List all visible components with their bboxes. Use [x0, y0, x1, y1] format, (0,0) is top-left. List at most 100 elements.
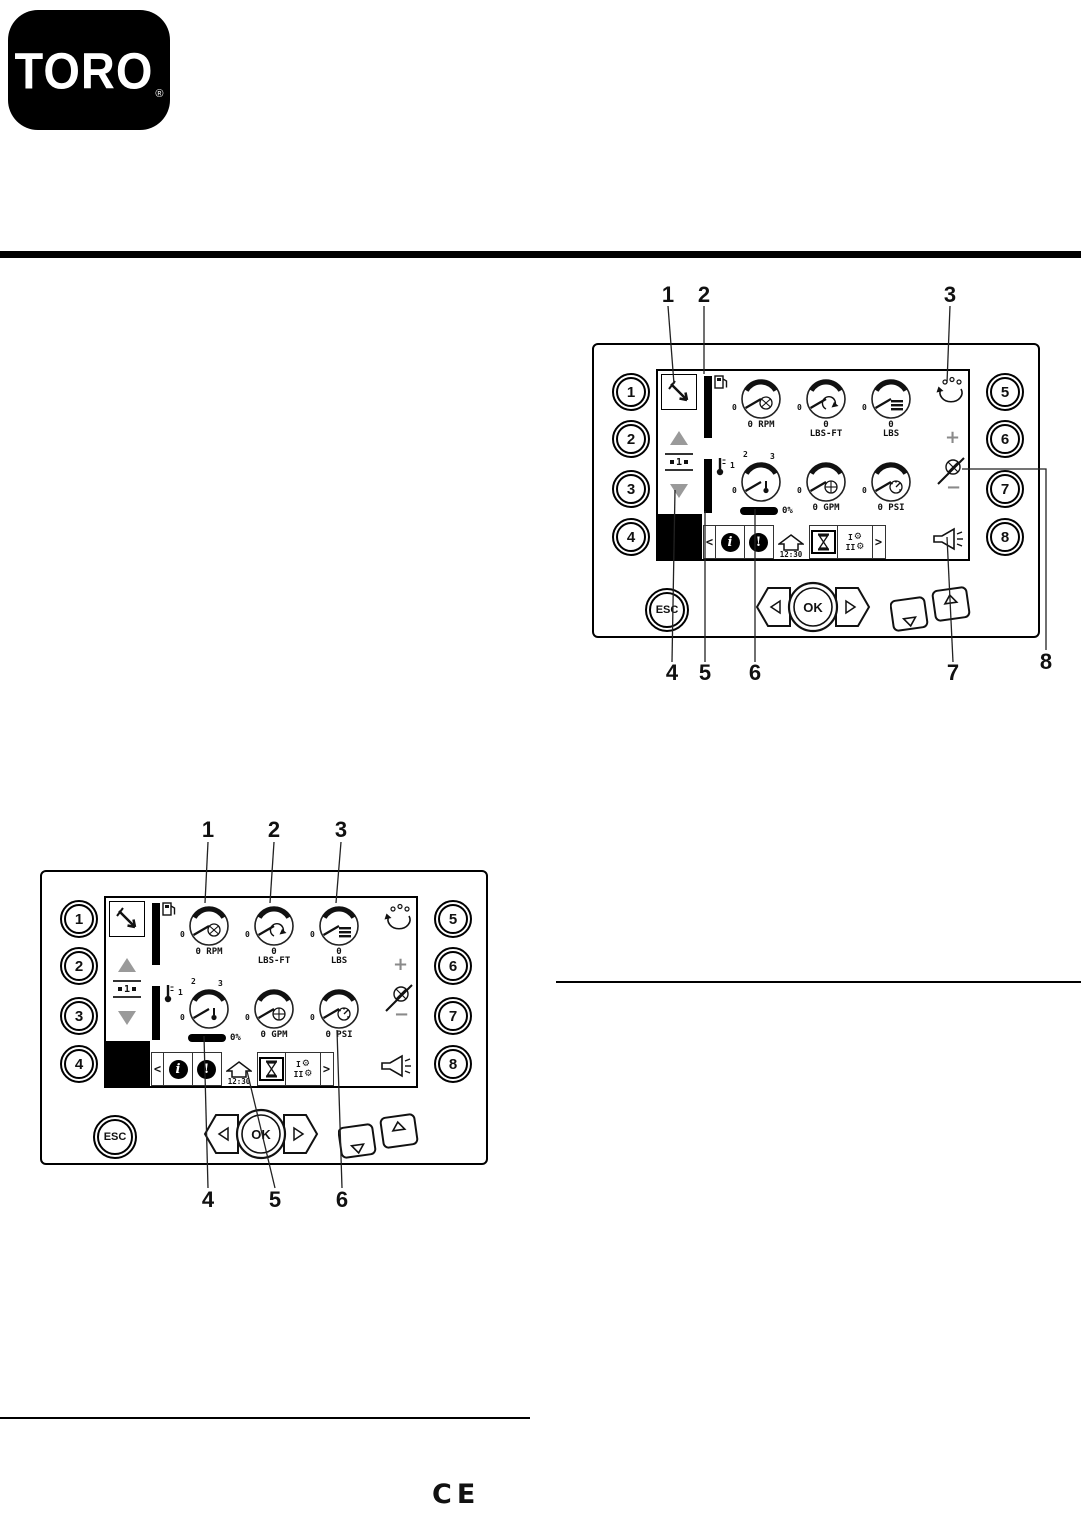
callout-8: 8 — [1039, 649, 1053, 674]
warning-glyph: ! — [203, 1061, 210, 1077]
softkey-button-6[interactable]: 6 — [434, 947, 472, 985]
weight-gauge: 0 0 LBS — [310, 905, 360, 966]
torque-number: 0 — [823, 420, 829, 430]
nav-right-button[interactable] — [283, 1114, 319, 1154]
softkey-button-3[interactable]: 3 — [60, 997, 98, 1035]
decrease-label: − — [394, 1004, 410, 1025]
temp-tick-3: 3 — [218, 979, 223, 988]
nav-right-button[interactable] — [835, 587, 871, 627]
menu-hourmeter[interactable] — [256, 1052, 287, 1086]
page-up-button[interactable] — [931, 586, 971, 622]
temp-tick-2: 2 — [191, 977, 196, 986]
softkey-button-5-label: 5 — [990, 377, 1020, 407]
softkey-button-2[interactable]: 2 — [60, 947, 98, 985]
gear-icon: ⚙ — [856, 541, 865, 552]
menu-settings[interactable]: I⚙ II⚙ — [837, 525, 873, 559]
softkey-button-4[interactable]: 4 — [60, 1045, 98, 1083]
temp-tick-1: 1 — [730, 461, 735, 470]
flow-value: 0 GPM — [812, 503, 840, 513]
page-down-button[interactable] — [338, 1123, 377, 1159]
esc-label: ESC — [97, 1119, 133, 1155]
esc-button[interactable]: ESC — [93, 1115, 137, 1159]
esc-button[interactable]: ESC — [645, 588, 689, 632]
infocenter-panel: 1 2 3 4 5 6 7 8 1 — [592, 343, 1040, 638]
menu-settings[interactable]: I⚙ II⚙ — [285, 1052, 321, 1086]
page-dot — [132, 987, 137, 991]
callout-6: 6 — [335, 1187, 349, 1212]
footer-rule-left — [0, 1417, 530, 1419]
figure-2-panel: 1 2 3 4 5 6 7 8 1 — [40, 870, 488, 1165]
fuel-icon — [162, 902, 176, 916]
warning-glyph: ! — [755, 534, 762, 550]
esc-label: ESC — [649, 592, 685, 628]
pressure-gauge-icon — [319, 989, 359, 1029]
callout-5: 5 — [268, 1187, 282, 1212]
flow-value: 0 GPM — [260, 1030, 288, 1040]
softkey-button-4[interactable]: 4 — [612, 518, 650, 556]
menu-info[interactable]: i — [715, 525, 745, 559]
softkey-button-1[interactable]: 1 — [60, 900, 98, 938]
clock-time: 12:30 — [779, 550, 803, 559]
menu-faults[interactable]: ! — [191, 1052, 222, 1086]
gauge-min: 0 — [310, 1013, 315, 1022]
menu-home[interactable]: 12:30 — [220, 1046, 258, 1086]
softkey-button-7[interactable]: 7 — [434, 997, 472, 1035]
softkey-button-5[interactable]: 5 — [434, 900, 472, 938]
reel-speed-gauge-icon — [741, 379, 781, 419]
page-dot — [117, 987, 122, 991]
softkey-button-8[interactable]: 8 — [434, 1045, 472, 1083]
page-down-button[interactable] — [890, 596, 929, 632]
ok-label: OK — [803, 600, 823, 615]
warning-icon: ! — [197, 1059, 216, 1079]
nav-left-button[interactable] — [755, 587, 791, 627]
menu-home[interactable]: 12:30 — [772, 519, 810, 559]
menu-bar: < i ! 12:30 — [150, 1052, 334, 1086]
temperature-bar — [704, 459, 712, 513]
gear-numeral-2: II — [293, 1069, 304, 1079]
menu-info[interactable]: i — [163, 1052, 193, 1086]
softkey-button-1[interactable]: 1 — [612, 373, 650, 411]
gauge-min: 0 — [180, 1013, 185, 1022]
page-dot — [684, 460, 689, 464]
fuel-icon — [714, 375, 728, 389]
softkey-button-2-label: 2 — [64, 951, 94, 981]
rotation-mode-icon — [936, 376, 963, 403]
callout-7: 7 — [946, 660, 960, 685]
temperature-percent-bar — [740, 507, 778, 515]
info-icon: i — [168, 1059, 188, 1079]
softkey-button-5[interactable]: 5 — [986, 373, 1024, 411]
display-screen: 1 — [656, 369, 970, 561]
fuel-level-bar — [152, 903, 160, 965]
menu-next[interactable]: > — [319, 1052, 334, 1086]
menu-hourmeter[interactable] — [808, 525, 839, 559]
next-arrow-label: > — [322, 1062, 331, 1076]
softkey-button-8[interactable]: 8 — [986, 518, 1024, 556]
right-arrow-icon — [845, 599, 857, 615]
ok-label: OK — [251, 1127, 271, 1142]
callout-3: 3 — [943, 282, 957, 307]
ok-button[interactable] — [787, 581, 839, 633]
scroll-up-icon — [118, 958, 136, 972]
gear-numeral-1: I — [848, 532, 853, 542]
gear-row-2: II⚙ — [293, 1069, 313, 1079]
softkey-button-3[interactable]: 3 — [612, 470, 650, 508]
decrease-label: − — [946, 477, 962, 498]
clock-time: 12:30 — [227, 1077, 251, 1086]
callout-1: 1 — [201, 817, 215, 842]
page-up-button[interactable] — [379, 1113, 419, 1149]
fuel-level-bar — [704, 376, 712, 438]
softkey-button-7[interactable]: 7 — [986, 470, 1024, 508]
menu-next[interactable]: > — [871, 525, 886, 559]
gauge-min: 0 — [797, 486, 802, 495]
gauge-min: 0 — [732, 486, 737, 495]
softkey-button-6[interactable]: 6 — [986, 420, 1024, 458]
temperature-percent: 0% — [782, 506, 793, 516]
gauge-min: 0 — [862, 403, 867, 412]
temperature-gauge-icon — [189, 989, 229, 1029]
reel-speed-gauge: 0 0 RPM — [180, 905, 230, 957]
softkey-button-2[interactable]: 2 — [612, 420, 650, 458]
left-arrow-icon — [769, 599, 781, 615]
menu-faults[interactable]: ! — [743, 525, 774, 559]
nav-left-button[interactable] — [203, 1114, 239, 1154]
reel-speed-gauge-icon — [189, 906, 229, 946]
